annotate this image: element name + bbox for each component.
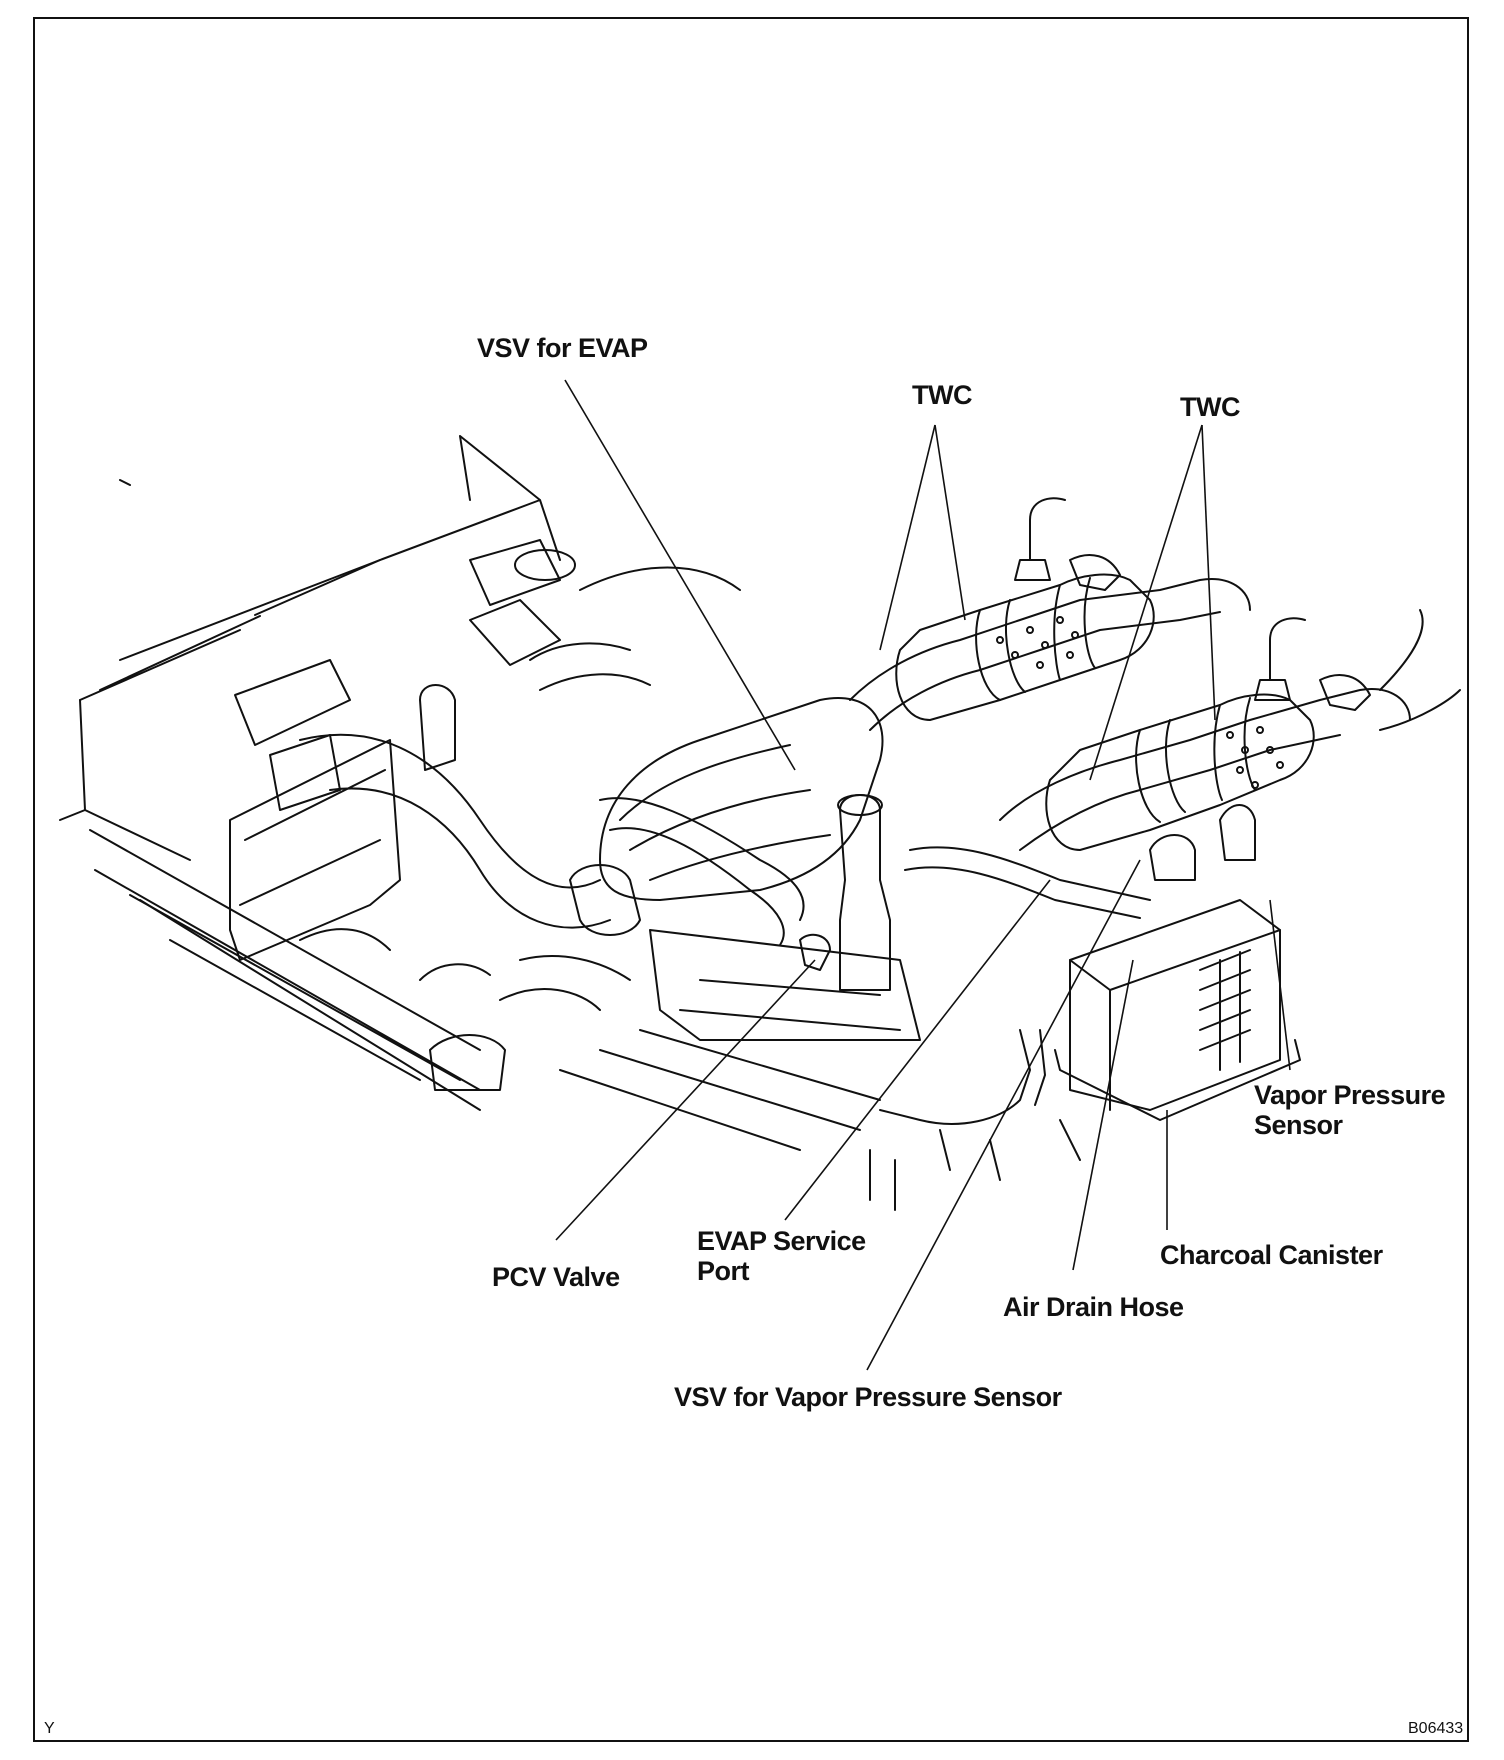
exhaust-right: [999, 688, 1411, 851]
label-charcoal-canister: Charcoal Canister: [1160, 1240, 1383, 1270]
cowl-hoses: [529, 566, 741, 691]
leader-evap-service-port: [784, 879, 1051, 1221]
canister-tray: [1054, 1039, 1301, 1121]
twc-right: [1045, 693, 1315, 851]
brake-reservoir: [419, 684, 456, 771]
charcoal-canister-body: [1069, 899, 1281, 1111]
tailpipe-right: [1379, 609, 1461, 731]
fender-left: [59, 699, 481, 1111]
leader-vapor-pressure-sensor: [1269, 899, 1291, 1071]
leader-pcv-valve: [555, 959, 816, 1241]
intake-duct: [299, 733, 611, 929]
label-vapor-pressure-sensor-line2: Sensor: [1254, 1110, 1343, 1140]
hood-edge: [79, 559, 381, 701]
twc-left: [895, 573, 1155, 721]
label-twc-2: TWC: [1180, 392, 1240, 422]
leader-twc-1a: [879, 424, 936, 651]
label-vapor-pressure-sensor-line1: Vapor Pressure: [1254, 1080, 1446, 1110]
evap-line: [904, 846, 1151, 919]
leader-twc-2b: [1201, 424, 1216, 721]
o2-sensor-left: [1014, 497, 1066, 581]
figure-frame: [33, 17, 1469, 1742]
throttle-body: [569, 864, 641, 936]
leader-twc-1b: [934, 424, 966, 621]
corner-code-left: Y: [44, 1720, 55, 1737]
leader-air-drain-hose: [1072, 959, 1134, 1271]
engine-block: [649, 929, 921, 1041]
vapor-pressure-sensor-part: [1219, 804, 1256, 861]
vapor-line: [879, 1029, 1046, 1125]
label-vsv-for-evap: VSV for EVAP: [477, 333, 648, 363]
frame-rail: [559, 1029, 881, 1151]
label-evap-service-port-line1: EVAP Service: [697, 1226, 866, 1256]
leader-vsv-for-vapor-pressure-sensor: [866, 859, 1141, 1371]
pcv-hose: [599, 797, 805, 946]
oil-filler: [839, 794, 891, 991]
hood-outline: [119, 435, 561, 661]
battery: [269, 734, 341, 811]
figure-code: B06433: [1408, 1720, 1464, 1737]
leader-twc-2a: [1089, 424, 1203, 781]
label-evap-service-port-line2: Port: [697, 1256, 750, 1286]
o2-sensor-right: [1254, 617, 1306, 701]
pcv-valve-part: [799, 933, 831, 971]
label-pcv-valve: PCV Valve: [492, 1262, 620, 1292]
label-twc-1: TWC: [912, 380, 972, 410]
label-air-drain-hose: Air Drain Hose: [1003, 1292, 1184, 1322]
leader-vsv-for-evap: [564, 379, 796, 771]
exhaust-left: [849, 578, 1251, 731]
air-cleaner-box: [229, 739, 401, 961]
radiator-support: [89, 829, 481, 1091]
label-vsv-for-vapor-pressure-sensor: VSV for Vapor Pressure Sensor: [674, 1382, 1062, 1412]
intake-plenum: [599, 697, 884, 901]
canister-ribs: [1199, 949, 1251, 1071]
air-cleaner-top: [234, 659, 351, 746]
